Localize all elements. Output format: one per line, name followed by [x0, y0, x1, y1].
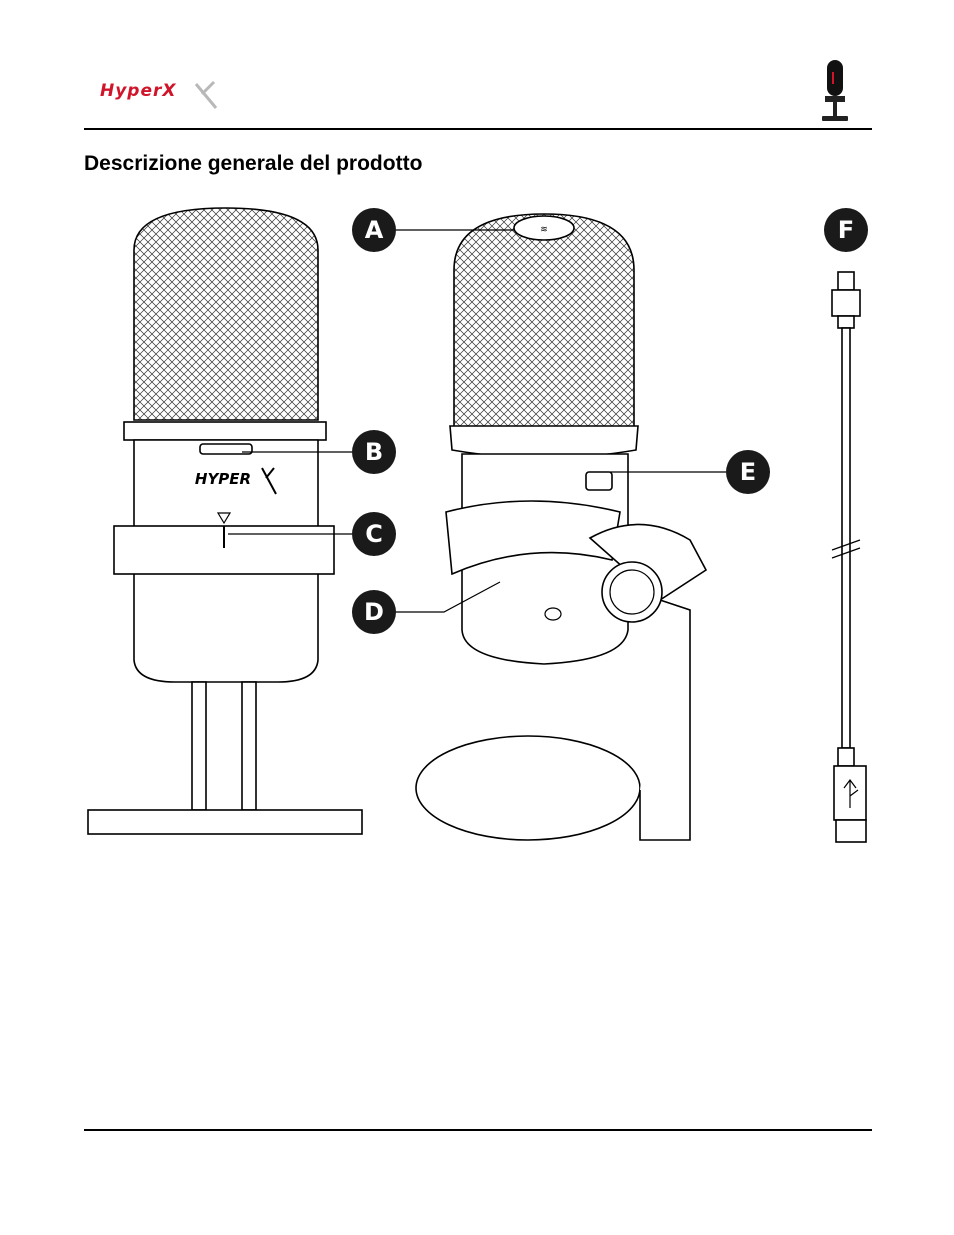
- callout-f: F: [824, 208, 868, 252]
- callout-d-label: D: [364, 598, 384, 626]
- usb-cable: [831, 271, 867, 843]
- callout-e: E: [726, 450, 770, 494]
- page-title: Descrizione generale del prodotto: [84, 152, 423, 175]
- callout-f-label: F: [838, 216, 854, 244]
- callout-d: D: [352, 590, 396, 634]
- callout-e-label: E: [740, 458, 756, 486]
- footer-rule: [84, 1129, 872, 1131]
- microphone-side-view: ≋: [415, 213, 708, 841]
- microphone-front-view: HYPER: [87, 207, 363, 835]
- callout-c: C: [352, 512, 396, 556]
- callout-b: B: [352, 430, 396, 474]
- callout-c-label: C: [365, 520, 383, 548]
- callout-a: A: [352, 208, 396, 252]
- svg-text:HYPER: HYPER: [195, 470, 251, 488]
- hyperx-logo-text: HyperX: [100, 81, 177, 101]
- callout-b-label: B: [365, 438, 383, 466]
- svg-text:≋: ≋: [540, 225, 548, 235]
- header-rule: [84, 128, 872, 130]
- microphone-icon: [818, 58, 852, 124]
- product-overview-figure: HYPER ≋: [0, 190, 954, 860]
- hyperx-logo: HyperX: [98, 74, 238, 118]
- callout-a-label: A: [365, 216, 384, 244]
